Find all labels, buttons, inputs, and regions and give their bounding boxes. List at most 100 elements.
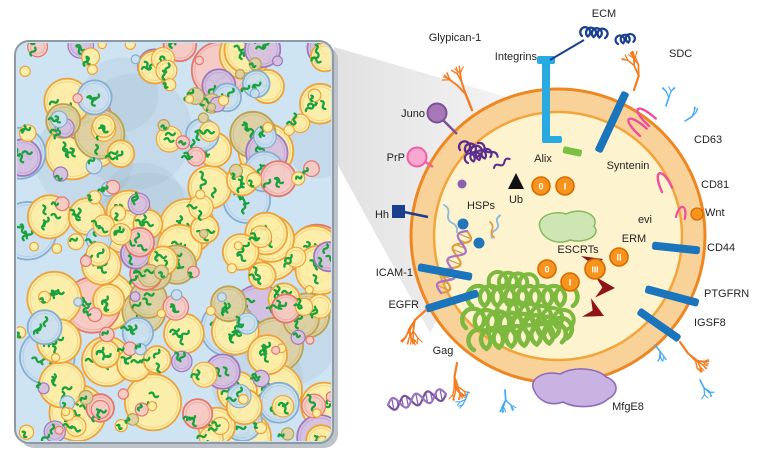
field-vesicle [73,297,83,307]
cd81-tetraspanin [656,172,674,194]
field-vesicle [114,419,128,433]
label-escrts: ESCRTs [557,244,599,256]
field-vesicle [303,160,320,178]
label-icam1: ICAM-1 [376,267,413,279]
label-hsps: HSPs [467,200,496,212]
ptgfrn-bar [644,285,700,307]
field-vesicle [195,189,206,200]
field-vesicle [283,124,295,136]
field-vesicle [109,222,132,246]
svg-text:II: II [616,252,621,262]
field-vesicle [92,283,126,317]
svg-text:0: 0 [538,181,543,191]
field-vesicle [156,308,167,319]
egfr-glycan-tree [400,308,428,346]
label-erm: ERM [622,233,646,245]
blue-glycan-trees [455,86,715,413]
field-vesicle [252,369,270,388]
field-vesicle [26,309,63,346]
field-vesicle [170,289,183,301]
field-vesicle [304,285,314,295]
sdc-bar [595,91,629,153]
label-glypican1: Glypican-1 [429,32,482,44]
label-egfr: EGFR [388,299,419,311]
escrt-badge [560,272,580,292]
label-juno: Juno [401,108,425,120]
field-vesicle [50,110,68,128]
field-vesicle [249,88,260,99]
field-vesicle [97,43,107,50]
label-ub: Ub [509,194,523,206]
field-vesicle [19,65,31,78]
field-vesicle [217,94,230,107]
field-vesicle [130,54,141,65]
label-evi: evi [638,214,652,226]
field-vesicle [233,241,243,251]
field-vesicle [147,401,158,412]
field-vesicle [246,334,288,376]
vesicle-field [17,43,331,441]
field-vesicle [272,55,284,67]
field-vesicle [262,121,274,133]
label-gag: Gag [433,345,454,357]
label-cd44: CD44 [707,242,735,254]
field-vesicle [50,352,61,363]
field-vesicle [184,94,195,104]
ub-triangle [508,173,524,189]
outer-dna-helix [386,388,448,411]
field-vesicle [234,68,246,80]
nucleic-tangle [457,140,511,189]
field-vesicle [86,63,98,75]
field-vesicle [194,55,205,66]
escrt-badge [537,259,557,279]
label-mfge8: MfgE8 [612,401,644,413]
escrt-badge [609,247,629,267]
field-vesicle [216,292,227,303]
evi-protein [674,205,687,220]
field-vesicle [197,112,209,124]
label-prp: PrP [387,152,405,164]
field-vesicle [198,229,209,239]
escrt-badge [584,258,606,280]
label-wnt: Wnt [705,207,725,219]
vesicle-field-panel [14,40,338,448]
field-vesicle [226,263,238,274]
rna-coils [460,270,580,353]
field-vesicle [54,425,64,435]
sdc-glycan [614,32,640,92]
field-vesicle [134,402,149,417]
field-vesicle [72,93,83,104]
icam1-bar [417,263,473,281]
svg-text:0: 0 [544,264,549,274]
alix-escrt-badge [531,176,551,196]
field-vesicle [129,291,141,303]
label-hh: Hh [375,209,389,221]
gag-glycan-tree [448,361,471,401]
label-sdc: SDC [669,48,692,60]
juno-receptor [426,102,458,135]
ecm-coil [549,26,609,61]
label-alix: Alix [534,153,552,165]
svg-text:III: III [591,264,598,274]
field-vesicle [124,43,137,50]
field-vesicle [205,305,216,316]
integrin-protein [537,56,562,143]
dna-helix [435,229,473,295]
field-vesicle [249,225,273,249]
field-vesicle [79,255,92,268]
hh-ligand [392,205,429,219]
field-vesicle [325,391,331,403]
svg-text:I: I [564,181,567,191]
field-vesicle [29,241,39,252]
label-cd63: CD63 [694,134,722,146]
syntenin-bar [562,146,583,157]
field-vesicle [206,102,217,112]
protein-blob [538,210,597,243]
mfge8-blob [531,368,617,408]
cd44-bar [651,241,701,255]
field-vesicle [237,393,249,405]
igsf8-bar [637,308,681,342]
field-vesicle [311,408,322,418]
